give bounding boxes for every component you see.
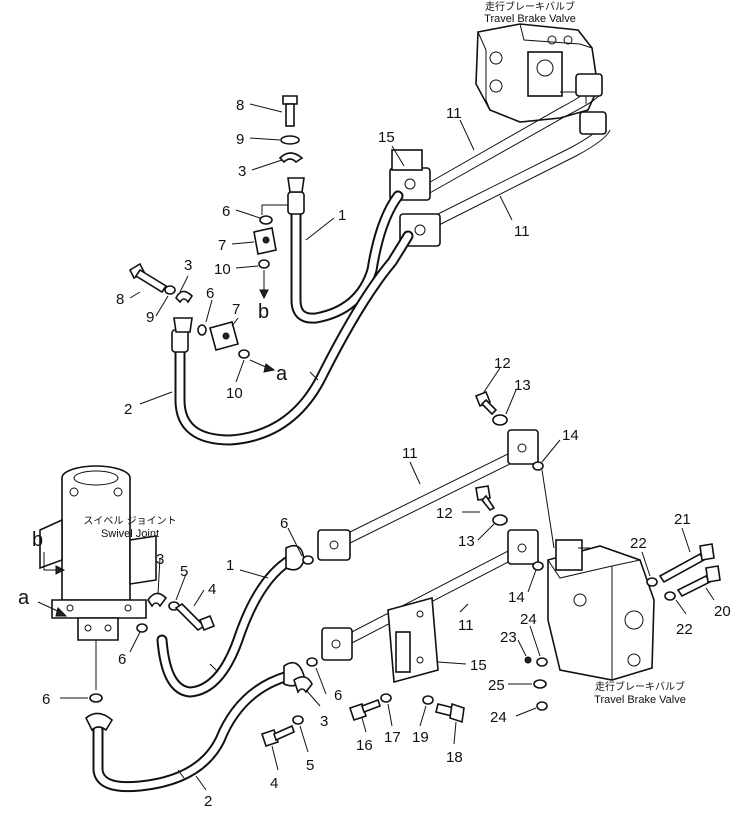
callout-b: b [32,529,43,551]
lower-leaders [60,367,715,791]
caption-travel-brake-valve-bottom-en: Travel Brake Valve [594,694,686,706]
callout-13: 13 [458,533,475,550]
callout-6: 6 [42,691,50,708]
callout-11: 11 [446,105,462,122]
callout-22: 22 [676,621,693,638]
callout-10: 10 [214,261,231,278]
caption-swivel-joint-en: Swivel Joint [101,528,159,540]
callout-23: 23 [500,629,517,646]
callout-3: 3 [320,713,328,730]
callout-b: b [258,301,269,323]
callout-9: 9 [146,309,154,326]
callout-15: 15 [470,657,487,674]
callout-19: 19 [412,729,429,746]
callout-5: 5 [306,757,314,774]
callout-4: 4 [270,775,278,792]
travel-brake-valve-bottom [547,539,655,681]
callout-8: 8 [116,291,124,308]
callout-22: 22 [630,535,647,552]
callout-6: 6 [280,515,288,532]
lower-fittings [89,390,721,748]
callout-11: 11 [514,223,530,240]
callout-4: 4 [208,581,216,598]
block-15-upper [389,149,441,247]
callout-15: 15 [378,129,395,146]
callout-3: 3 [184,257,192,274]
callout-12: 12 [494,355,511,372]
caption-travel-brake-valve-top-jp: 走行ブレーキバルブ [485,0,575,13]
swivel-joint [39,465,157,690]
travel-brake-valve-top [475,23,599,123]
hose-2-lower [85,661,305,793]
upper-fittings-right [253,95,304,300]
callout-11: 11 [402,445,418,462]
callout-9: 9 [236,131,244,148]
callout-7: 7 [232,301,240,318]
callout-6: 6 [222,203,230,220]
callout-3: 3 [238,163,246,180]
callout-1: 1 [226,557,234,574]
callout-6: 6 [118,651,126,668]
hose-2-upper [171,230,414,446]
callout-a: a [276,363,288,385]
callout-11: 11 [458,617,474,634]
upper-fittings-left [128,262,276,373]
callout-20: 20 [714,603,731,620]
callout-2: 2 [124,401,132,418]
callout-16: 16 [356,737,373,754]
callout-25: 25 [488,677,505,694]
callout-24: 24 [490,709,507,726]
hose-1-upper [287,177,404,324]
bracket-15-lower [387,596,439,684]
caption-travel-brake-valve-top-en: Travel Brake Valve [484,13,576,25]
callout-14: 14 [508,589,525,606]
callout-21: 21 [674,511,691,528]
caption-travel-brake-valve-bottom-jp: 走行ブレーキバルブ [595,680,685,693]
tube-11-lower-upper [317,429,539,561]
callout-2: 2 [204,793,212,810]
caption-swivel-joint-jp: スイベル ジョイント [83,515,176,527]
callout-14: 14 [562,427,579,444]
callout-6: 6 [334,687,342,704]
callout-24: 24 [520,611,537,628]
callout-7: 7 [218,237,226,254]
callout-8: 8 [236,97,244,114]
callout-12: 12 [436,505,453,522]
tube-11-lower-lower [321,529,539,661]
tube-11-upper [424,73,611,229]
lower-arrows [37,552,68,617]
callout-1: 1 [338,207,346,224]
callout-10: 10 [226,385,243,402]
callout-17: 17 [384,729,401,746]
callout-18: 18 [446,749,463,766]
callout-a: a [18,587,30,609]
callout-6: 6 [206,285,214,302]
upper-leaders [129,103,513,405]
callout-13: 13 [514,377,531,394]
callout-5: 5 [180,563,188,580]
callout-3: 3 [156,551,164,568]
